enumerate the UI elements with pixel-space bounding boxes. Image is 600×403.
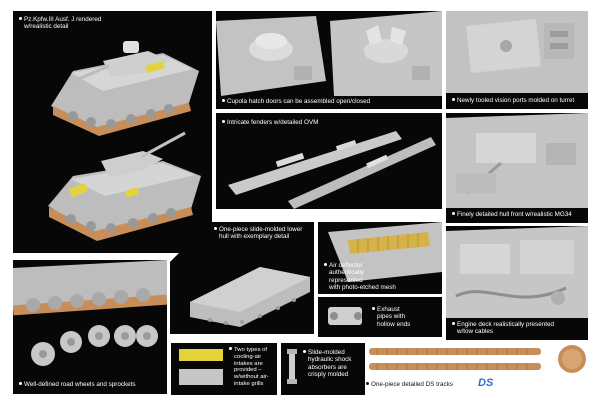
- panel-realistic-detail: Pz.Kpfw.III Ausf. J rendered w/realistic…: [13, 11, 212, 253]
- caption-vision-ports: Newly tooled vision ports molded on turr…: [452, 97, 574, 104]
- engine-deck-image: [446, 226, 588, 318]
- cupola-image: [216, 11, 442, 96]
- cooling-intakes-image: [179, 349, 223, 385]
- caption-lower-hull: One-piece slide-molded lower hull with e…: [214, 226, 302, 241]
- caption-road-wheels: Well-defined road wheels and sprockets: [19, 381, 136, 388]
- caption-realistic-detail: Pz.Kpfw.III Ausf. J rendered w/realistic…: [19, 16, 101, 31]
- caption-cooling-intakes: Two types of cooling-air intakes are pro…: [229, 347, 269, 388]
- caption-cupola: Cupola hatch doors can be assembled open…: [222, 98, 370, 105]
- panel-exhaust: Exhaust pipes with hollow ends: [318, 297, 442, 337]
- lower-hull-image: [190, 267, 310, 327]
- caption-air-deflector: Air deflector authentically represented …: [324, 262, 396, 292]
- caption-hull-front: Finely detailed hull front w/realistic M…: [452, 211, 572, 218]
- panel-lower-hull: One-piece slide-molded lower hull with e…: [170, 222, 314, 334]
- caption-tracks: One-piece detailed DS tracks: [366, 381, 453, 388]
- panel-shock-absorbers: Slide-molded hydraulic shock absorbers a…: [281, 343, 365, 395]
- ds-tracks-image: [369, 345, 586, 373]
- vision-ports-image: [446, 11, 588, 93]
- caption-engine-deck: Engine deck realistically presented w/to…: [452, 321, 554, 336]
- road-wheels-image: [13, 260, 167, 366]
- tank-top-view-image: [48, 41, 201, 241]
- panel-fenders: Intricate fenders w/detailed OVM: [216, 113, 442, 209]
- panel-vision-ports: Newly tooled vision ports molded on turr…: [446, 11, 588, 109]
- panel-cooling-intakes: Two types of cooling-air intakes are pro…: [171, 343, 277, 395]
- fenders-image: [228, 131, 436, 209]
- caption-shock-absorbers: Slide-molded hydraulic shock absorbers a…: [303, 349, 351, 379]
- caption-fenders: Intricate fenders w/detailed OVM: [222, 119, 318, 126]
- exhaust-image: [328, 307, 362, 325]
- air-deflector-image: [328, 222, 442, 282]
- ds-logo: DS: [478, 377, 494, 389]
- shock-absorbers-image: [287, 349, 297, 384]
- caption-exhaust: Exhaust pipes with hollow ends: [372, 306, 410, 328]
- panel-road-wheels: Well-defined road wheels and sprockets: [13, 260, 167, 394]
- panel-air-deflector: Air deflector authentically represented …: [318, 222, 442, 294]
- panel-hull-front: Finely detailed hull front w/realistic M…: [446, 113, 588, 223]
- panel-engine-deck: Engine deck realistically presented w/to…: [446, 226, 588, 340]
- hull-front-image: [446, 113, 588, 208]
- panel-cupola: Cupola hatch doors can be assembled open…: [216, 11, 442, 109]
